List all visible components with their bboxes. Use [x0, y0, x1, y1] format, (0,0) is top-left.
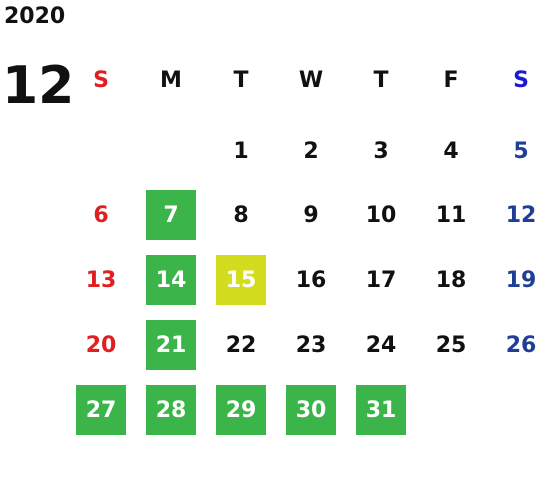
day-cell[interactable]: 6 [93, 202, 109, 228]
weekday-header: F [443, 68, 459, 93]
day-cell[interactable]: 30 [286, 385, 336, 435]
weekday-header: M [160, 68, 182, 93]
day-cell[interactable]: 26 [505, 332, 537, 358]
day-cell[interactable]: 21 [146, 320, 196, 370]
day-cell[interactable]: 31 [356, 385, 406, 435]
day-cell[interactable]: 28 [146, 385, 196, 435]
day-cell[interactable]: 27 [76, 385, 126, 435]
day-cell[interactable]: 20 [85, 332, 117, 358]
day-cell[interactable]: 10 [365, 202, 397, 228]
day-cell[interactable]: 25 [435, 332, 467, 358]
weekday-header: T [233, 68, 249, 93]
day-cell[interactable]: 19 [505, 267, 537, 293]
weekday-header: S [93, 68, 109, 93]
month-label: 12 [2, 56, 75, 116]
weekday-header: T [373, 68, 389, 93]
weekday-header: S [513, 68, 529, 93]
day-cell[interactable]: 12 [505, 202, 537, 228]
day-cell[interactable]: 16 [295, 267, 327, 293]
day-cell[interactable]: 11 [435, 202, 467, 228]
day-cell[interactable]: 4 [443, 138, 459, 164]
year-label: 2020 [4, 4, 66, 29]
day-cell[interactable]: 7 [146, 190, 196, 240]
day-cell[interactable]: 17 [365, 267, 397, 293]
day-cell[interactable]: 2 [303, 138, 319, 164]
day-cell[interactable]: 5 [513, 138, 529, 164]
day-cell[interactable]: 8 [233, 202, 249, 228]
weekday-header: W [298, 68, 324, 93]
day-cell[interactable]: 22 [225, 332, 257, 358]
day-cell[interactable]: 15 [216, 255, 266, 305]
day-cell[interactable]: 3 [373, 138, 389, 164]
day-cell[interactable]: 24 [365, 332, 397, 358]
day-cell[interactable]: 14 [146, 255, 196, 305]
day-cell[interactable]: 9 [303, 202, 319, 228]
day-cell[interactable]: 1 [233, 138, 249, 164]
day-cell[interactable]: 23 [295, 332, 327, 358]
day-cell[interactable]: 29 [216, 385, 266, 435]
day-cell[interactable]: 18 [435, 267, 467, 293]
day-cell[interactable]: 13 [85, 267, 117, 293]
